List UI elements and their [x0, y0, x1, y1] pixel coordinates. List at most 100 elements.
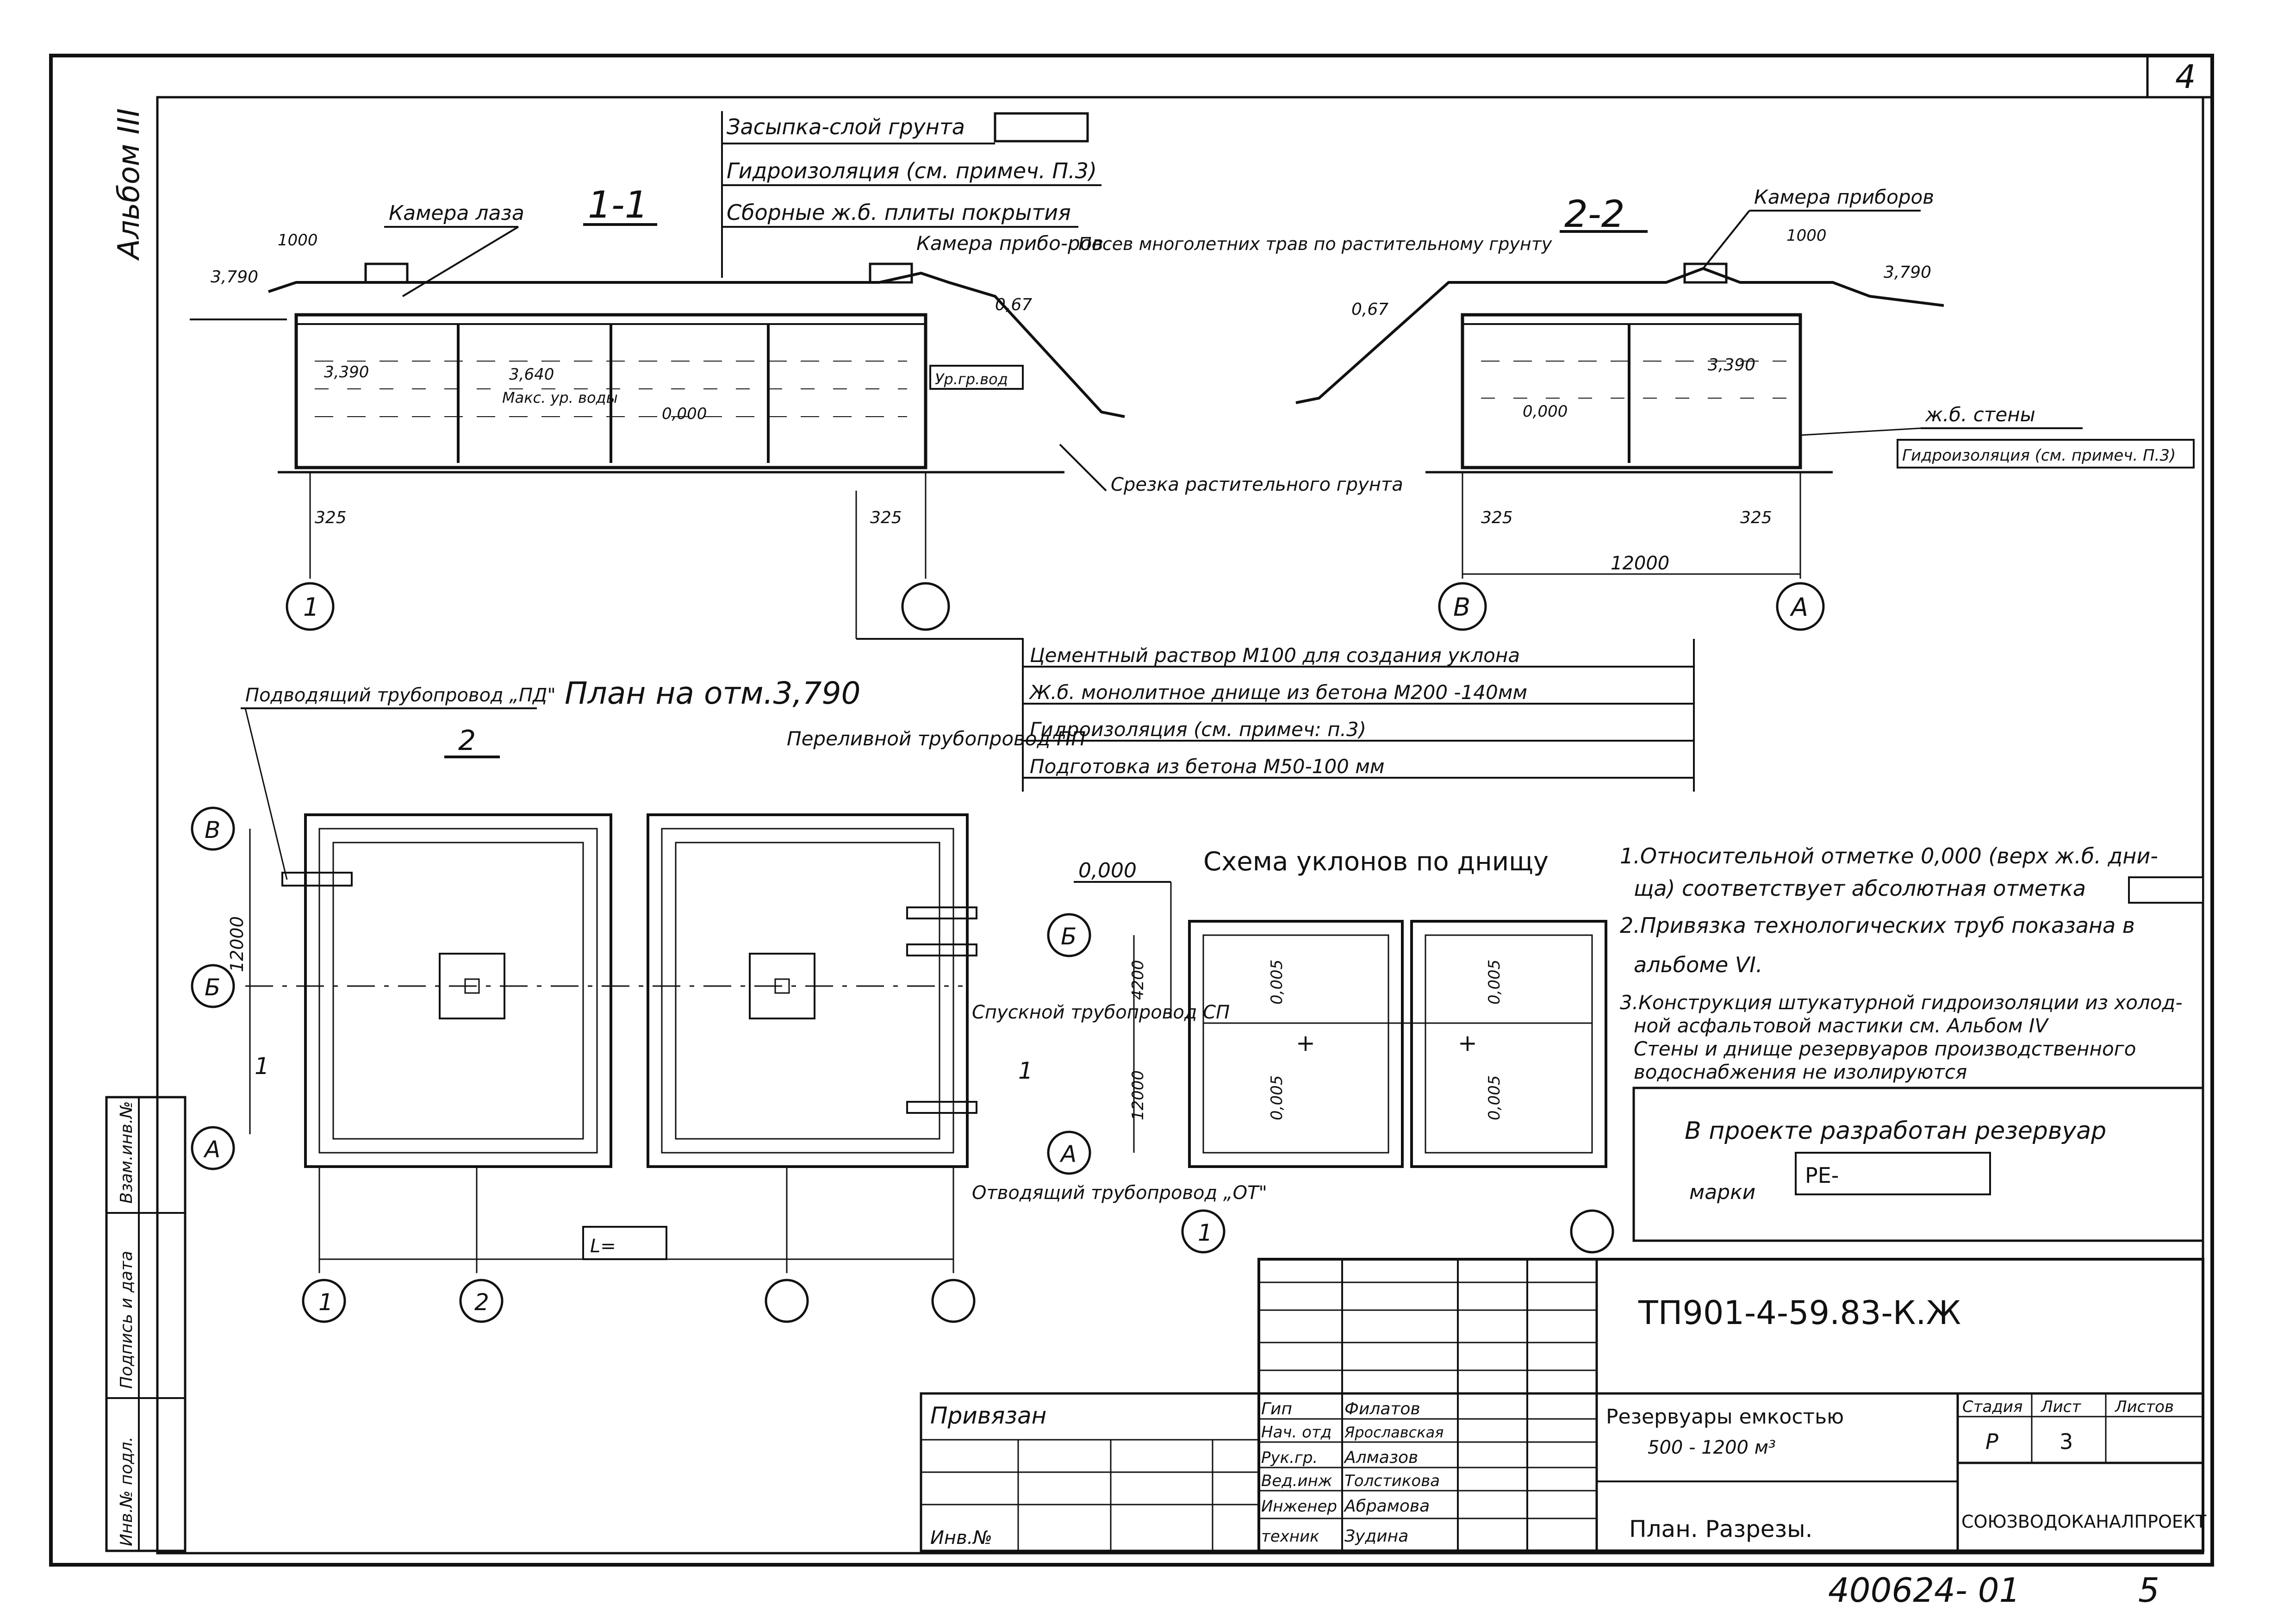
instrument-chamber-1-1	[869, 262, 913, 284]
layer-4: Подготовка из бетона М50-100 мм	[1030, 755, 1385, 778]
axis-2-2-right-label: А	[1790, 593, 1808, 622]
plan-axis-col-4	[931, 1279, 976, 1323]
bottom-page: 5	[2138, 1571, 2159, 1610]
tb-sheet-value: 3	[2060, 1429, 2073, 1454]
plan-dim-12000: 12000	[227, 916, 247, 972]
elev-ceiling-2-2: 3,390	[1708, 356, 1755, 375]
plan-axis-col-1-label: 1	[318, 1289, 333, 1316]
reservoir-mark-label: марки	[1689, 1181, 1755, 1204]
elev-ceiling-1-1: 3,390	[324, 363, 369, 381]
scheme-axis-b-label: Б	[1061, 923, 1076, 950]
outlet-pipe-label: Отводящий трубопровод „ОТ"	[972, 1182, 1267, 1204]
drain-pipe-label: Спускной трубопровод СП	[972, 1002, 1230, 1023]
svg-text:+: +	[1296, 1030, 1315, 1056]
scheme-left	[1188, 920, 1404, 1168]
layer-3: Гидроизоляция (см. примеч: п.3)	[1030, 718, 1366, 741]
scheme-dim-4200: 4200	[1129, 960, 1147, 1000]
plan-right-mid	[661, 828, 954, 1154]
slope-1-1: 0,67	[995, 295, 1032, 314]
plan-right-outer	[647, 813, 969, 1168]
waterproofing-label-2: Гидроизоляция (см. примеч. П.3)	[1902, 446, 2176, 465]
overflow-pipe	[906, 906, 977, 919]
tb-code: ТП901-4-59.83-К.Ж	[1638, 1294, 1961, 1332]
note-line-5: 3.Конструкция штукатурной гидроизоляции …	[1620, 991, 2183, 1014]
tank-2-2	[1461, 313, 1802, 469]
plan-axis-row-b-label: Б	[205, 974, 220, 1001]
backfill-value-box	[994, 112, 1089, 143]
bottom-layers-table: Цементный раствор М100 для создания укло…	[856, 638, 1695, 792]
side-stamp: Инв.№ подл. Подпись и дата Взам.инв.№	[105, 1096, 187, 1552]
plan-axis-row-v	[191, 806, 235, 851]
axis-1-1-right	[901, 582, 950, 631]
layer-1: Цементный раствор М100 для создания укло…	[1030, 644, 1520, 667]
svg-text:+: +	[1458, 1030, 1477, 1056]
manhole-label: Камера лаза	[389, 201, 524, 225]
plan-left-mid	[318, 828, 598, 1154]
tb-description-2: 500 - 1200 м³	[1648, 1437, 1776, 1458]
section-mark-1b: 1	[1018, 1057, 1033, 1084]
d325-right-2-2: 325	[1740, 508, 1772, 527]
instr-chamber-label-1: Камера прибо-ров	[916, 232, 1103, 255]
note-line-8: водоснабжения не изолируются	[1634, 1061, 1967, 1083]
stamp-replace-inv: Взам.инв.№	[117, 1101, 136, 1204]
drain-pipe	[906, 943, 977, 956]
axis-2-2-right	[1776, 582, 1825, 631]
slabs-label: Сборные ж.б. плиты покрытия	[727, 200, 1071, 225]
span-2-2: 12000	[1611, 553, 1669, 574]
d325-left-1-1: 325	[315, 508, 347, 527]
instrument-chamber-2-2	[1683, 262, 1728, 284]
scheme-axis-col-1	[1181, 1209, 1226, 1254]
supply-pipe-label: Подводящий трубопровод „ПД"	[245, 685, 556, 706]
section-mark-1: 1	[255, 1053, 269, 1080]
supply-pipe	[281, 872, 353, 887]
gw-level-label: Ур.гр.вод	[935, 370, 1008, 388]
elev-max-level: 3,640	[509, 365, 554, 384]
scheme-axis-a-label: А	[1059, 1141, 1076, 1168]
plan-title: План на отм.3,790	[565, 675, 861, 711]
zero-2-2: 0,000	[1523, 402, 1568, 421]
waterproofing-label-1: Гидроизоляция (см. примеч. П.3)	[727, 158, 1097, 183]
zero-1-1: 0,000	[662, 405, 707, 423]
cut-label: Срезка растительного грунта	[1111, 474, 1403, 495]
note-line-2: ща) соответствует абсолютная отметка	[1634, 876, 2086, 901]
backfill-label: Засыпка-слой грунта	[727, 114, 965, 139]
manhole-chamber	[364, 262, 409, 284]
instr-chamber-label-2: Камера приборов	[1754, 186, 1934, 208]
corner-number: 4	[2175, 58, 2196, 96]
section-1-1: 1-1 Засыпка-слой грунта Гидроизоляция (с…	[190, 111, 1552, 639]
tb-role-5: Инженер	[1261, 1497, 1337, 1516]
scheme-axis-col-1-label: 1	[1198, 1219, 1213, 1246]
overflow-pipe-label-1: Переливной трубопровод ПП	[787, 727, 1086, 750]
plan-axis-row-a	[191, 1126, 235, 1170]
note-line-1: 1.Относительной отметке 0,000 (верх ж.б.…	[1620, 843, 2158, 868]
bottom-number: 400624- 01	[1828, 1571, 2020, 1610]
d325-left-2-2: 325	[1481, 508, 1513, 527]
reservoir-mark-value: РЕ-	[1805, 1163, 1839, 1188]
tb-name-6: Зудина	[1344, 1527, 1408, 1546]
scheme-dim-12000: 12000	[1129, 1070, 1147, 1120]
corner-number-box	[2146, 54, 2214, 99]
tb-role-1: Гип	[1261, 1399, 1292, 1418]
walls-label: ж.б. стены	[1925, 403, 2035, 426]
tb-description-1: Резервуары емкостью	[1606, 1405, 1844, 1429]
slope-scheme-title: Схема уклонов по днищу	[1203, 847, 1549, 877]
inner-frame	[156, 96, 2204, 1555]
stamp-inv-podl: Инв.№ подл.	[117, 1437, 136, 1546]
tb-organization: СОЮЗВОДОКАНАЛПРОЕКТ	[1961, 1512, 2207, 1532]
scheme-slope-3: 0,005	[1268, 1075, 1286, 1120]
tb-name-3: Алмазов	[1344, 1448, 1418, 1467]
section-2-2: 2-2 Камера приборов 0,67 1000 3,790 3,39…	[1295, 186, 2195, 631]
absolute-elevation-box	[2128, 876, 2204, 904]
layer-2: Ж.б. монолитное днище из бетона М200 -14…	[1028, 681, 1527, 704]
notes: 1.Относительной отметке 0,000 (верх ж.б.…	[1620, 843, 2204, 1083]
tb-name-5: Абрамова	[1344, 1497, 1430, 1516]
section-mark-2: 2	[458, 725, 476, 757]
tb-name-4: Толстикова	[1344, 1472, 1440, 1490]
plan-axis-col-2	[459, 1279, 504, 1323]
plan-axis-col-1	[302, 1279, 346, 1323]
tb-role-6: техник	[1261, 1527, 1319, 1546]
section-1-1-title: 1-1	[588, 183, 648, 226]
scheme-axis-a	[1047, 1131, 1091, 1175]
plan-left-outer	[304, 813, 612, 1168]
